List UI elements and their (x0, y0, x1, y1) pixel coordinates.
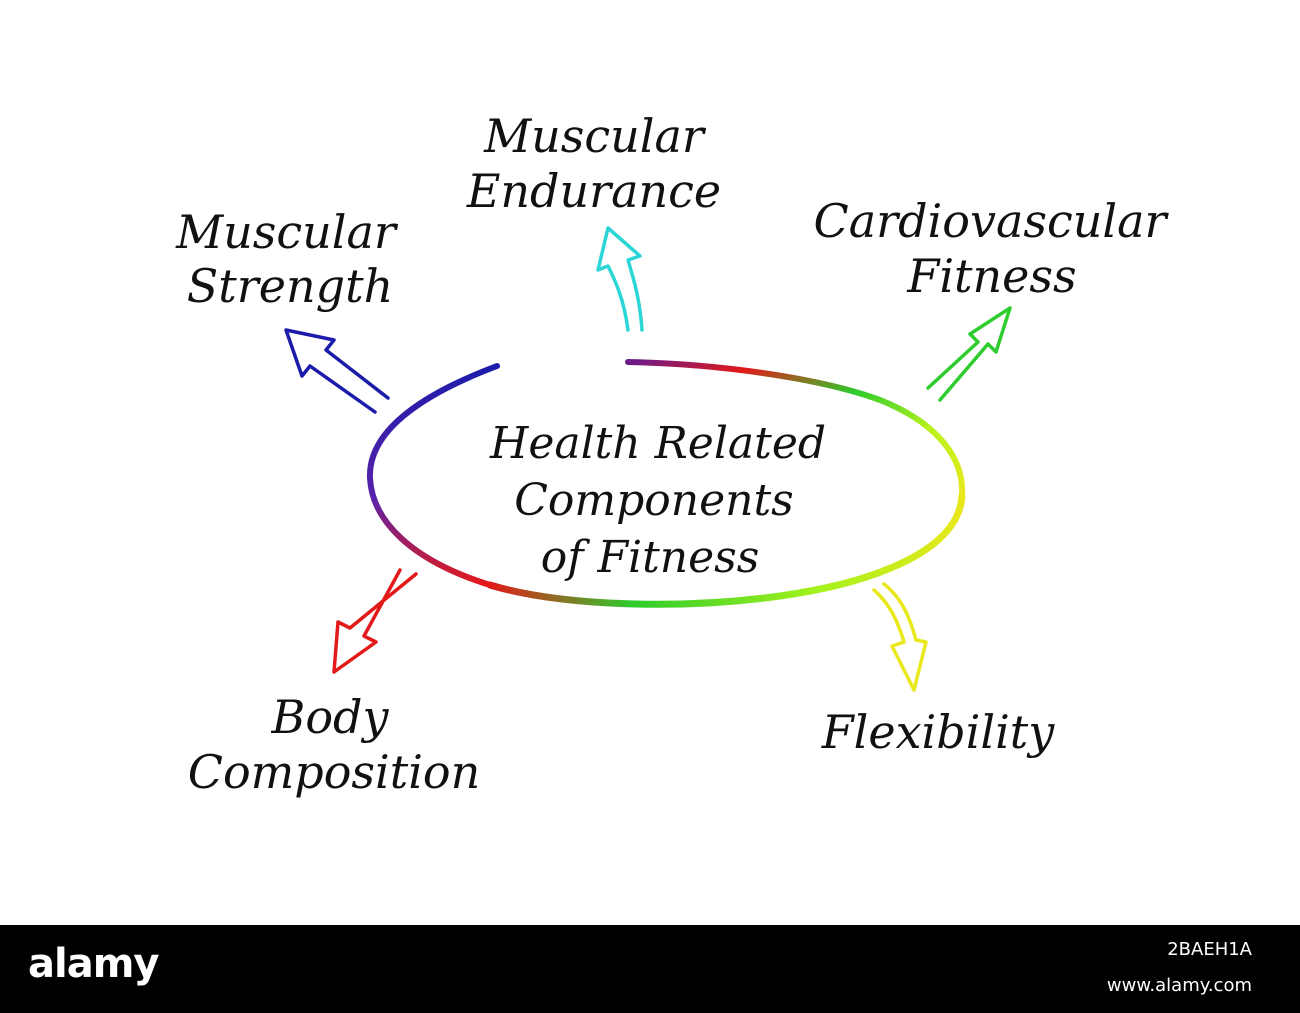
center-title-line-3: of Fitness (541, 532, 760, 583)
label-body-composition-line-2: Composition (188, 745, 481, 799)
label-body-composition-line-1: Body (271, 690, 390, 744)
label-cardiovascular-fitness-line-1: Cardiovascular (814, 194, 1170, 248)
image-id: 2BAEH1A (1167, 939, 1252, 960)
arrow-muscular-strength (284, 328, 390, 414)
site-url: www.alamy.com (1106, 975, 1252, 996)
alamy-logo: alamy (28, 941, 159, 987)
fitness-diagram: Health Related Components of Fitness Mus… (175, 109, 1170, 799)
arrow-muscular-endurance (596, 226, 644, 332)
arrow-body-composition (332, 568, 418, 674)
label-muscular-strength-line-2: Strength (187, 259, 393, 313)
center-title-line-2: Components (514, 475, 794, 526)
center-title-line-1: Health Related (489, 418, 826, 469)
center-ellipse (366, 359, 966, 608)
label-muscular-endurance-line-1: Muscular (483, 109, 707, 163)
label-muscular-endurance-line-2: Endurance (466, 164, 721, 218)
label-muscular-strength-line-1: Muscular (175, 205, 399, 259)
arrow-flexibility (872, 582, 928, 692)
label-flexibility: Flexibility (821, 705, 1056, 759)
label-cardiovascular-fitness-line-2: Fitness (906, 249, 1076, 303)
stock-footer-bar: alamy 2BAEH1A www.alamy.com (0, 925, 1300, 1013)
arrow-cardiovascular-fitness (926, 306, 1012, 402)
